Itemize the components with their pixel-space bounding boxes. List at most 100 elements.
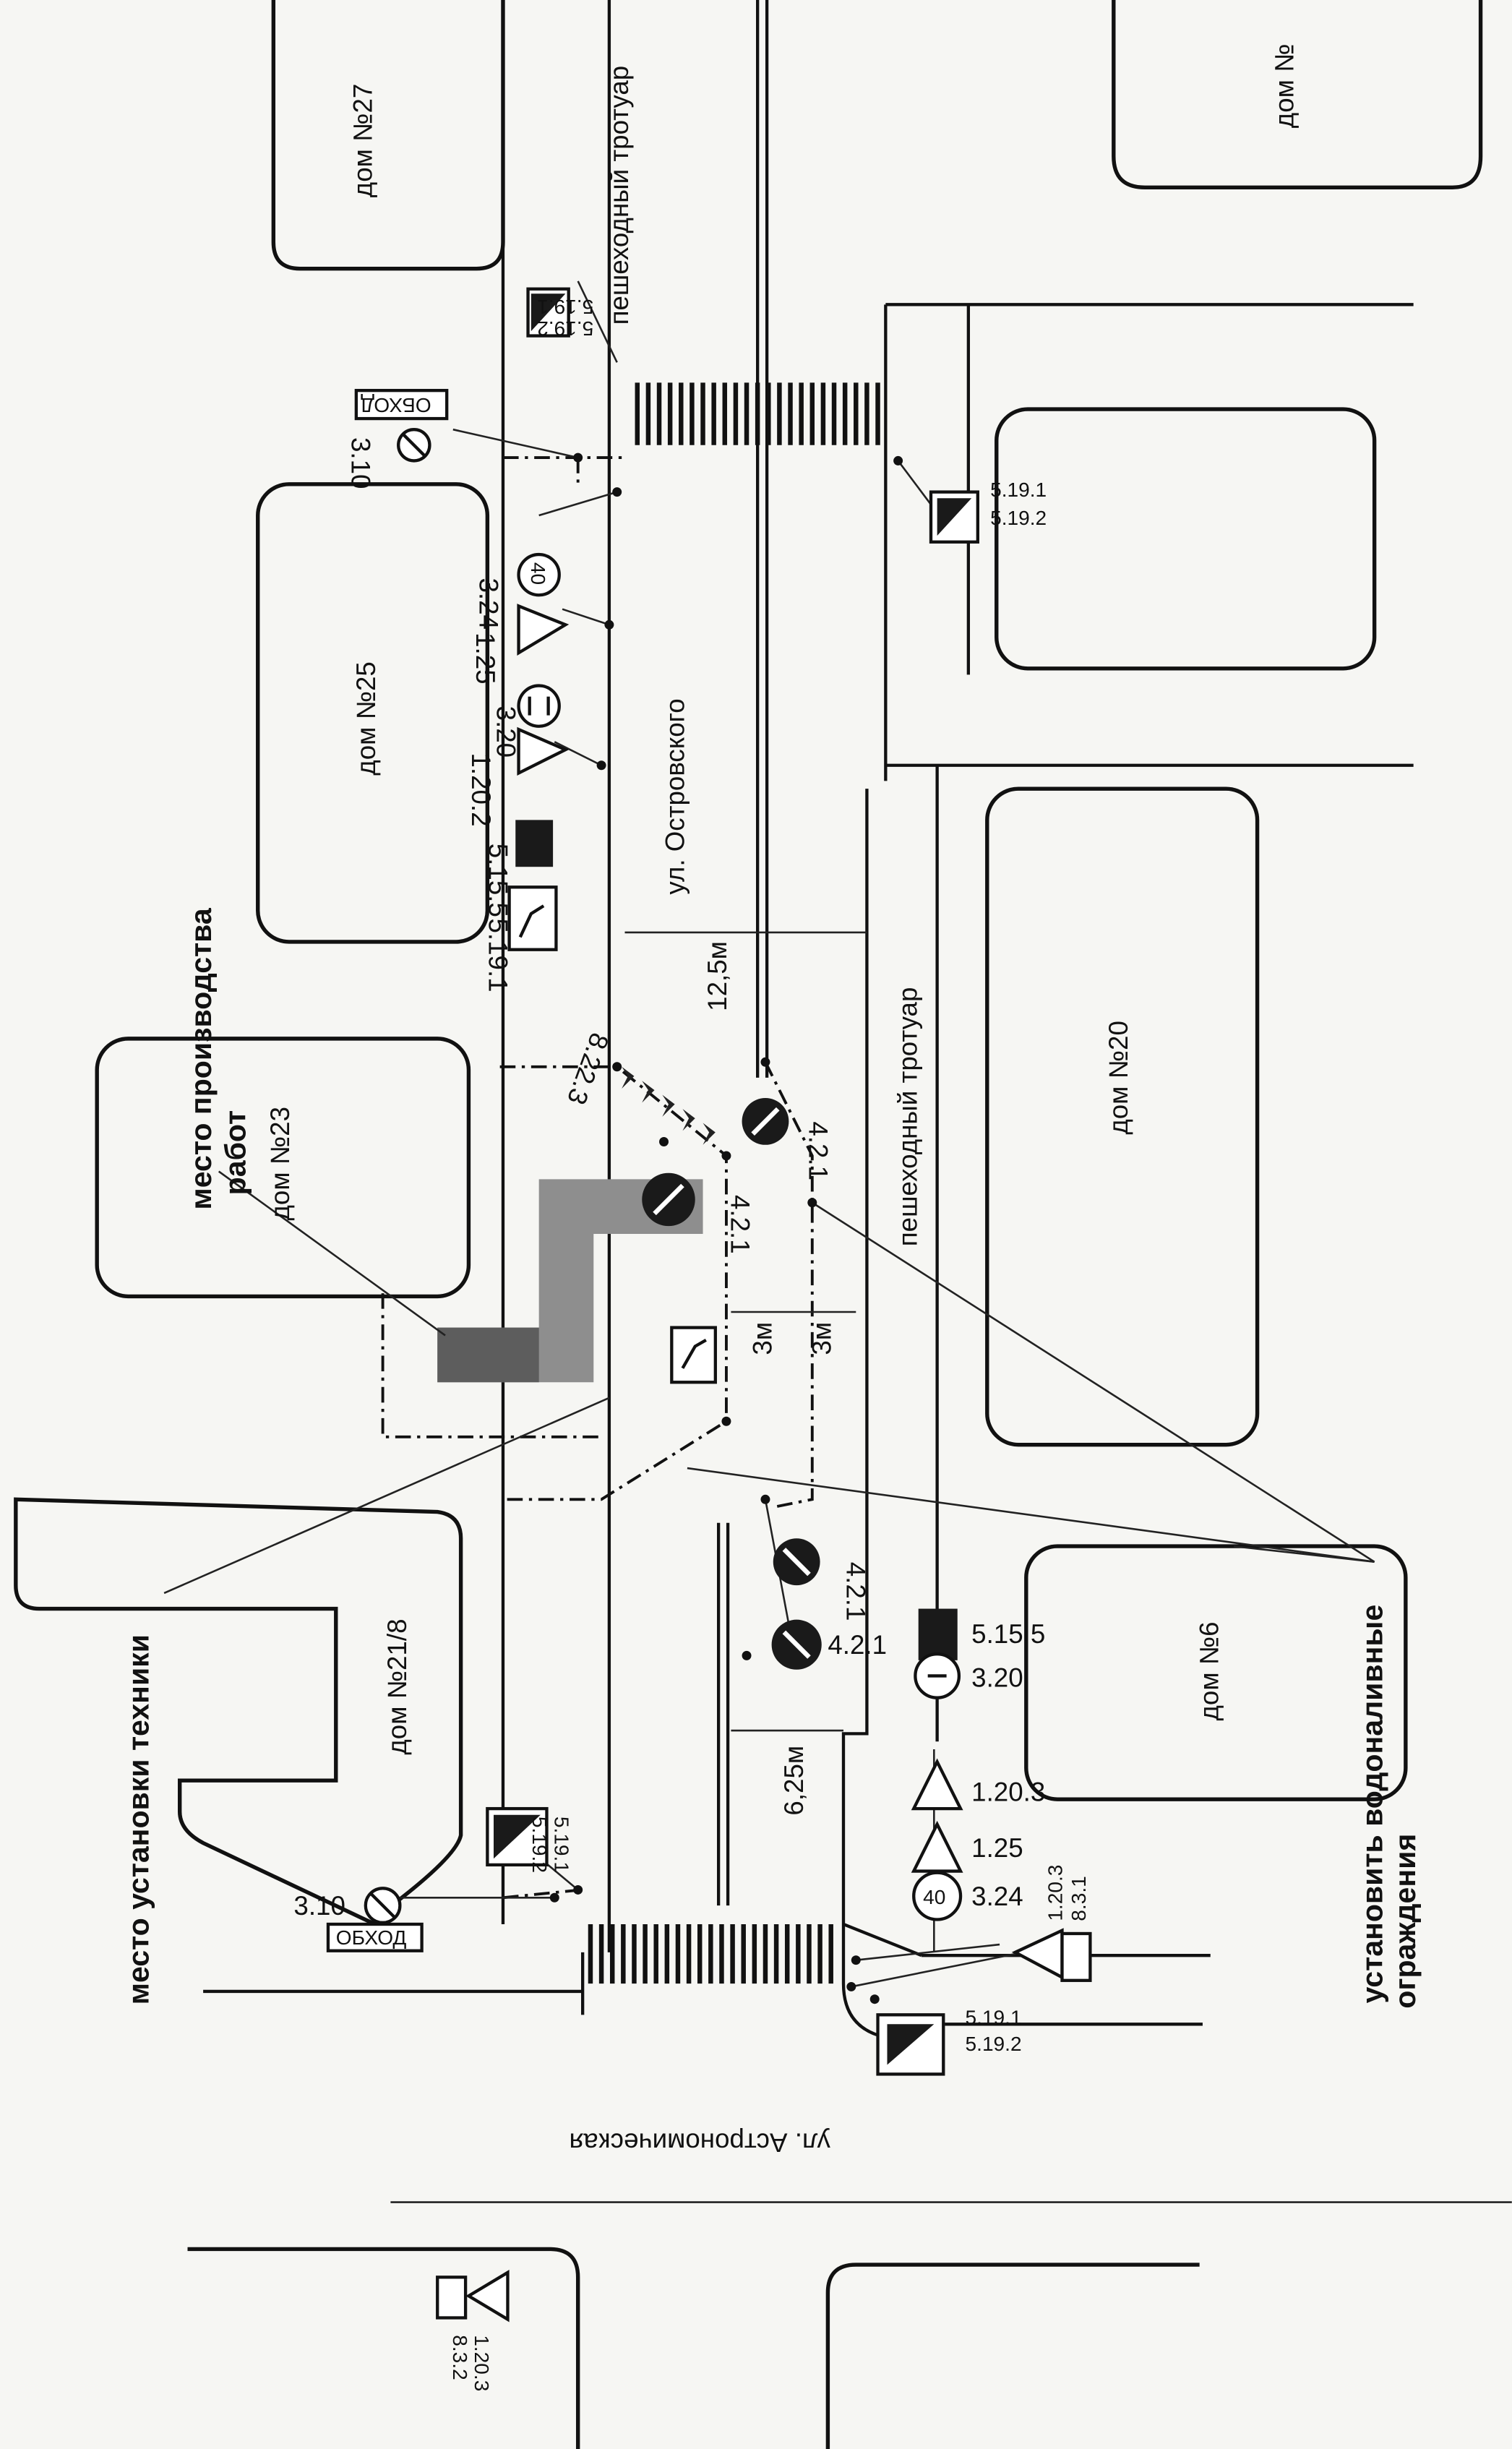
sign-code: 5.19.1	[484, 919, 513, 992]
building-label-20: дом №20	[1104, 1021, 1133, 1135]
keep-right-sign-4	[771, 1619, 822, 1670]
building-right-top	[995, 407, 1377, 671]
sign-code: 1.25	[471, 632, 500, 684]
annotation-barriers-1: установить водоналивные	[1355, 1605, 1388, 2004]
sidewalk-label-right: пешеходный тротуар	[893, 987, 923, 1247]
sign-code: 8.22.3	[562, 1029, 614, 1109]
lane-change-sign-left	[507, 885, 558, 951]
crosswalk-top	[635, 382, 880, 445]
annotation-barriers-2: ограждения	[1388, 1834, 1422, 2009]
sign-code: 4.2.1	[725, 1195, 755, 1254]
building-23	[95, 1037, 471, 1299]
narrowing-sign-post	[1011, 1928, 1092, 1982]
chevron-mark	[703, 1123, 716, 1145]
sign-code: 3.24	[474, 578, 504, 629]
detour-sign-bottom: ОБХОД	[326, 1922, 424, 1952]
lane-sign-left	[515, 820, 554, 867]
road-works-sign-left	[517, 604, 570, 656]
no-pedestrians-sign-top	[397, 428, 431, 463]
sign-code: 3.24	[971, 1882, 1023, 1911]
svg-text:40: 40	[527, 562, 549, 585]
building-label-27: дом №27	[348, 84, 377, 198]
sign-code: 3.10	[293, 1891, 345, 1921]
street-ostrovskogo: ул. Островского	[661, 698, 690, 894]
sign-code: 8.3.1	[1068, 1876, 1090, 1921]
sign-code: 1.20.3	[1044, 1865, 1066, 1921]
sign-code: 5.19.2	[966, 2033, 1022, 2055]
connector-dots	[549, 453, 903, 2004]
keep-right-sign-3	[773, 1538, 820, 1586]
sign-code: 3.10	[345, 437, 375, 489]
work-zone-equipment	[437, 1327, 539, 1383]
pedestrian-crossing-sign-bottom-left	[486, 1806, 549, 1867]
svg-text:ОБХОД: ОБХОД	[361, 394, 431, 416]
narrowing-sign-left	[517, 726, 570, 776]
crosswalk-bottom	[588, 1924, 833, 1984]
building-20	[985, 786, 1260, 1447]
chevron-mark	[662, 1094, 675, 1117]
keep-right-sign-1	[742, 1097, 789, 1145]
annotation-work-site-2: работ	[218, 1110, 252, 1195]
no-pedestrians-sign-bottom	[364, 1887, 402, 1924]
sign-code: 1.25	[971, 1833, 1023, 1863]
chevron-mark	[622, 1066, 635, 1089]
svg-text:40: 40	[923, 1886, 945, 1908]
sign-code: 5.15.5	[484, 844, 513, 917]
chevron-mark	[682, 1109, 695, 1131]
pedestrian-crossing-sign-top-right	[929, 490, 979, 544]
building-labels: дом №27 дом № дом №25 дом №23 дом №21/8 …	[265, 43, 1299, 1754]
sign-code: 1.20.3	[971, 1777, 1045, 1806]
sign-code: 5.19.2	[990, 507, 1047, 529]
building-label-23: дом №23	[265, 1107, 295, 1221]
sign-code: 5.19.1	[990, 479, 1047, 501]
building-top-right	[1112, 0, 1483, 189]
sign-code: 4.2.1	[841, 1562, 870, 1621]
road-signs: ОБХОД 40 40 ОБХОД	[326, 287, 1092, 2323]
detour-sign-top: ОБХОД	[354, 389, 449, 421]
chevron-sign-8-22-3	[622, 1066, 716, 1145]
speed-limit-sign-left: 40	[517, 552, 561, 597]
sign-code: 1.20.3	[471, 2335, 493, 2391]
sign-code: 8.3.2	[449, 2335, 471, 2380]
street-astronomicheskaya: ул. Астрономическая	[569, 2128, 830, 2158]
sign-code: 4.2.1	[803, 1121, 833, 1180]
dimension-street-width: 12,5м	[703, 941, 732, 1011]
building-label-25: дом №25	[351, 661, 381, 776]
chevron-mark	[642, 1081, 655, 1103]
sign-code: 5.19.1	[537, 296, 593, 318]
annotation-equipment: место установки техники	[121, 1634, 155, 2004]
dimension-lane-2: 3м	[807, 1322, 837, 1355]
sign-code: 3.20	[971, 1663, 1023, 1693]
narrowing-sign-right	[911, 1758, 963, 1811]
no-overtaking-sign-left	[517, 684, 561, 728]
building-25	[256, 482, 490, 944]
sign-code: 5.19.1	[966, 2006, 1022, 2028]
building-27	[271, 0, 505, 271]
sidewalk-label-top: пешеходный тротуар	[604, 66, 634, 325]
speed-limit-sign-right: 40	[912, 1871, 963, 1921]
annotation-work-site-1: место производства	[184, 907, 218, 1209]
building-label-top: дом №	[1269, 43, 1299, 128]
narrowing-sign-bottom-post	[436, 2270, 510, 2323]
pedestrian-crossing-sign-top-left	[526, 287, 570, 338]
sign-code: 1.20.2	[466, 752, 496, 826]
sign-code: 4.2.1	[828, 1630, 887, 1660]
lane-sign-right	[918, 1608, 958, 1660]
street-labels: ул. Островского ул. Астрономическая пеше…	[121, 66, 1421, 2158]
building-bottom-left	[187, 2247, 580, 2449]
sign-code-labels: 5.19.1 5.19.2 3.10 3.24 1.25 3.20 1.20.2…	[293, 296, 1089, 2391]
building-bottom-right	[825, 2263, 1200, 2449]
dimension-lane-bottom: 6,25м	[779, 1746, 809, 1816]
sign-code: 5.19.1	[550, 1817, 572, 1873]
sign-code: 5.19.2	[528, 1817, 551, 1873]
building-label-21-8: дом №21/8	[382, 1618, 412, 1754]
dimension-labels: 12,5м 3м 3м 6,25м	[703, 941, 837, 1815]
no-overtaking-sign-right	[914, 1652, 961, 1699]
sign-code: 5.15.5	[971, 1619, 1045, 1649]
sign-code: 5.19.2	[537, 317, 593, 340]
fence-lines	[381, 456, 814, 1900]
building-6	[1024, 1544, 1408, 1801]
pedestrian-crossing-sign-bottom-right	[876, 2013, 945, 2076]
